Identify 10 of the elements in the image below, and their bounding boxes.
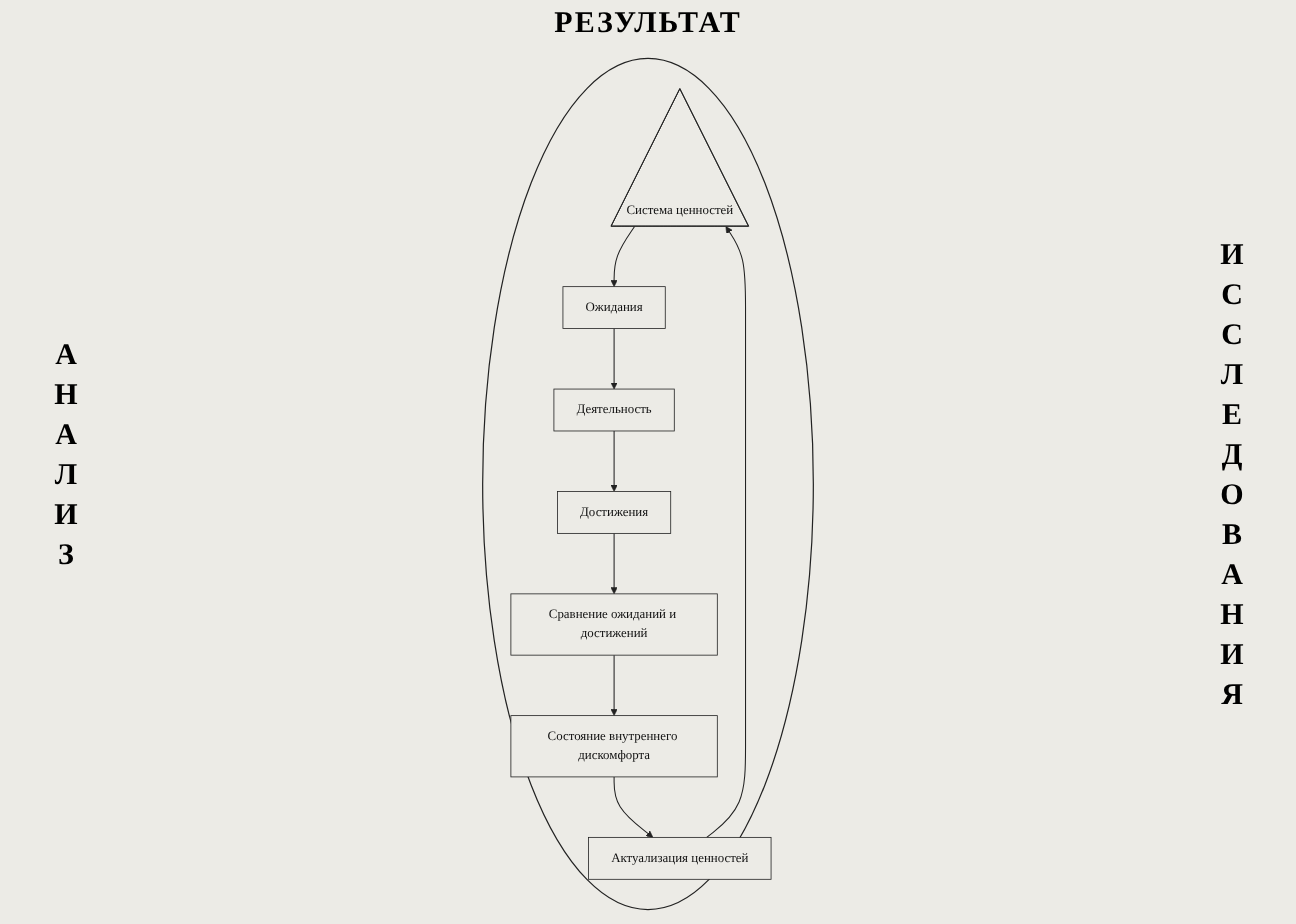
arrow (610, 226, 636, 287)
arrow (610, 328, 618, 390)
heading-label: РЕЗУЛЬТАТ (552, 8, 744, 42)
vertical-label: ИССЛЕДОВАНИЯ (1214, 240, 1248, 720)
vertical-label: АНАЛИЗ (48, 340, 82, 580)
arrow (613, 776, 654, 838)
arrow (610, 430, 618, 492)
arrow (706, 226, 747, 838)
arrow (610, 654, 618, 716)
arrow (610, 532, 618, 595)
